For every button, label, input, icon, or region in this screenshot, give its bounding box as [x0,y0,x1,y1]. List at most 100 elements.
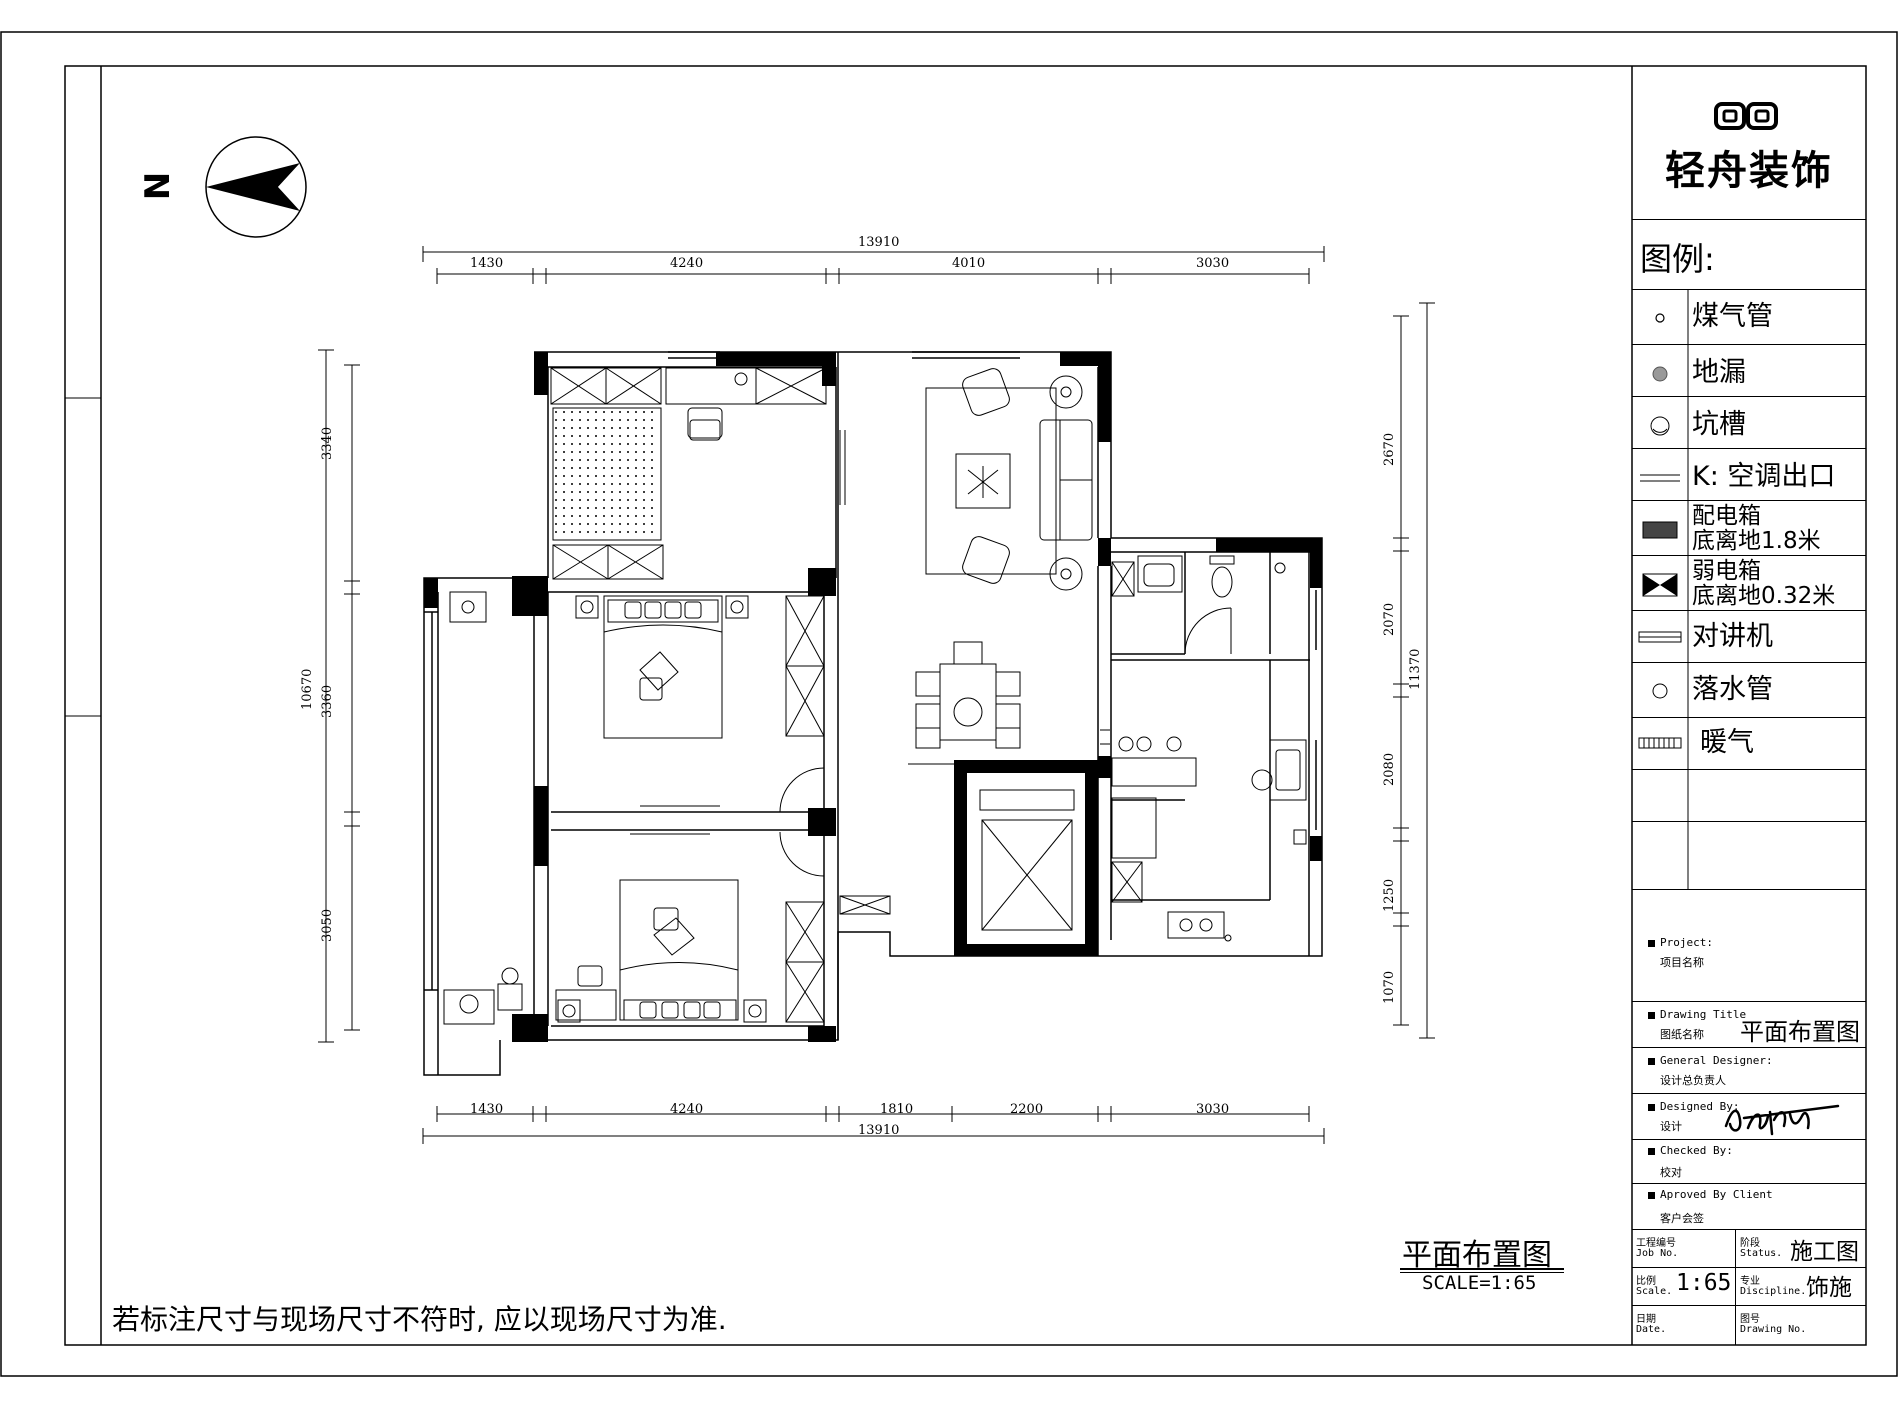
plan-caption-scale: SCALE=1:65 [1422,1272,1537,1294]
compass-label: N [138,171,179,201]
dim-right-1: 2670 [1382,432,1397,466]
legend-row [1632,718,1866,770]
downpipe-icon [1632,680,1688,702]
info-spacer [1632,890,1866,928]
scale-label-cn: 比例 [1636,1276,1656,1287]
bullet-icon [1648,1103,1655,1111]
floor-drain-icon [1632,362,1688,386]
status-label-cn: 阶段 [1740,1238,1760,1249]
info-job-row [1632,1230,1866,1268]
dim-left-3: 3050 [320,908,335,942]
legend-row [1632,822,1866,890]
grid-divider [1735,1230,1736,1345]
ac-outlet-icon [1632,466,1688,490]
legend-row [1632,663,1866,718]
legend-sub-distribution-box: 底离地1.8米 [1692,528,1821,554]
legend-label-floor-drain: 地漏 [1692,357,1746,388]
plan-caption-title: 平面布置图 [1402,1238,1552,1273]
designed-by-label-cn: 设计 [1660,1120,1682,1133]
caption-underline-thin [1400,1272,1564,1273]
north-arrow-icon [205,136,307,238]
project-label: Project: [1648,936,1713,949]
scale-value: 1:65 [1676,1270,1732,1296]
dim-left-total: 10670 [300,668,315,710]
dim-right-3: 2080 [1382,752,1397,786]
info-approved-row [1632,1184,1866,1230]
dim-bottom-total: 13910 [858,1123,900,1138]
checked-by-label-cn: 校对 [1660,1166,1682,1179]
dim-top-3: 4010 [952,256,986,271]
distribution-box-icon [1632,518,1688,542]
legend-row [1632,770,1866,822]
dim-right-4: 1250 [1382,878,1397,912]
job-no-label-cn: 工程编号 [1636,1238,1676,1249]
legend-label-gas-pipe: 煤气管 [1692,301,1773,332]
discipline-label: Discipline. [1740,1286,1807,1297]
intercom-icon [1632,626,1688,648]
pit-icon [1632,414,1688,438]
dim-left-2: 3360 [320,684,335,718]
scale-label: Scale. [1636,1286,1673,1297]
legend-header: 图例: [1632,220,1866,290]
company-name: 轻舟装饰 [1665,148,1833,194]
status-value: 施工图 [1790,1239,1859,1265]
drawing-no-label-cn: 图号 [1740,1314,1760,1325]
job-no-label: Job No. [1636,1248,1679,1259]
drawing-title-value: 平面布置图 [1740,1018,1860,1046]
legend-row [1632,345,1866,397]
bullet-icon [1648,1191,1655,1199]
dim-left-1: 3340 [320,426,335,460]
checked-by-label: Checked By: [1648,1144,1733,1157]
dim-bottom-2: 4240 [670,1102,704,1117]
legend-title: 图例: [1640,240,1715,278]
radiator-icon [1632,732,1688,754]
drawing-no-label: Drawing No. [1740,1324,1807,1335]
legend-label-radiator: 暖气 [1700,727,1754,758]
dim-right-2: 2070 [1382,602,1397,636]
dim-bottom-4: 2200 [1010,1102,1044,1117]
date-label-cn: 日期 [1636,1314,1656,1325]
info-checked-row [1632,1140,1866,1184]
date-label: Date. [1636,1324,1667,1335]
legend-row [1632,449,1866,501]
dim-top-2: 4240 [670,256,704,271]
dim-top-1: 1430 [470,256,504,271]
info-title-row [1632,1002,1866,1048]
dim-bottom-5: 3030 [1196,1102,1230,1117]
general-designer-label-cn: 设计总负责人 [1660,1074,1726,1087]
legend-row [1632,501,1866,556]
dim-top-4: 3030 [1196,256,1230,271]
info-designed-row [1632,1094,1866,1140]
company-logo-area: 轻舟装饰 [1632,66,1866,220]
legend-row [1632,290,1866,345]
legend-label-intercom: 对讲机 [1692,621,1773,652]
legend-label-weak-current-box: 弱电箱 [1692,558,1761,584]
footnote: 若标注尺寸与现场尺寸不符时, 应以现场尺寸为准. [112,1303,727,1336]
dim-bottom-3: 1810 [880,1102,914,1117]
status-label: Status. [1740,1248,1783,1259]
bullet-icon [1648,1057,1655,1065]
bullet-icon [1648,1147,1655,1155]
drawing-title-label-cn: 图纸名称 [1660,1028,1704,1041]
legend-row [1632,397,1866,449]
legend-sub-weak-current-box: 底离地0.32米 [1692,583,1836,609]
company-logo-icon [1714,102,1778,130]
approved-label: Aproved By Client [1648,1188,1773,1201]
info-scale-row [1632,1268,1866,1306]
dim-right-5: 1070 [1382,970,1397,1004]
info-project-row [1632,928,1866,1002]
legend-label-downpipe: 落水管 [1692,674,1773,705]
caption-underline [1400,1268,1564,1270]
designed-by-label: Designed By: [1648,1100,1739,1113]
dim-top-total: 13910 [858,235,900,250]
bullet-icon [1648,939,1655,947]
discipline-label-cn: 专业 [1740,1276,1760,1287]
project-label-cn: 项目名称 [1660,956,1704,969]
discipline-value: 饰施 [1806,1275,1852,1301]
dim-right-total: 11370 [1408,648,1423,690]
legend-row [1632,556,1866,611]
bullet-icon [1648,1011,1655,1019]
info-general-row [1632,1048,1866,1094]
gas-pipe-icon [1632,306,1688,330]
